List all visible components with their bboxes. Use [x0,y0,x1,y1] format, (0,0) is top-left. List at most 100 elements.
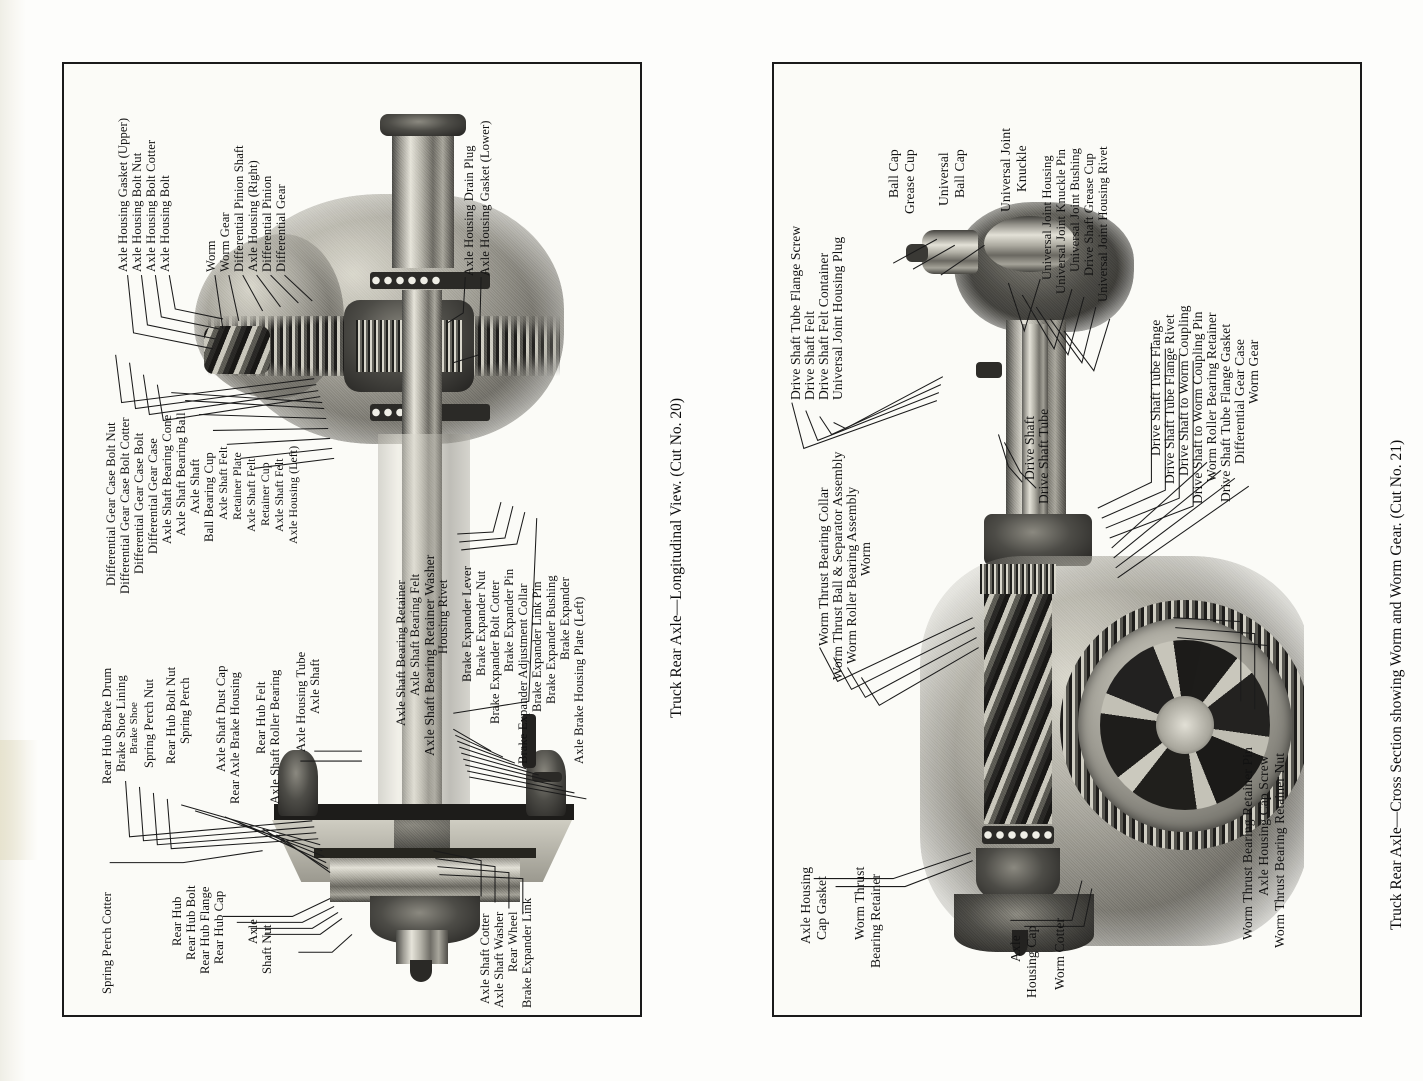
label-left-topright-0: Axle Housing Drain Plug [462,145,476,276]
label-right-bottommid-2: Worm Cotter [1052,917,1067,990]
scan-left-edge-tint [0,0,26,1081]
label-left-mid-5: Axle Shaft Bearing Ball [174,412,188,536]
label-left-mid-11: Retainer Cup [258,462,272,526]
label-left-lower-10: Axle Housing Tube [294,651,308,752]
label-left-mid-0: Differential Gear Case Bolt Nut [104,422,118,586]
worm-gear-hub-bore [1156,696,1214,754]
label-right-topright-5: Drive Shaft Grease Cup [1082,153,1096,276]
label-right-topmid-2: Universal [936,152,951,206]
label-left-mid-2: Differential Gear Case Bolt [132,432,146,574]
label-left-bottomright-1: Axle Shaft Washer [492,911,506,1008]
label-left-lower-7: Rear Axle Brake Housing [228,671,242,804]
label-right-bottomright-0: Worm Thrust Bearing Retainer Pin [1240,747,1255,940]
label-right-bottomright-2: Worm Thrust Bearing Retainer Nut [1272,752,1287,948]
label-left-lower-3: Spring Perch Nut [142,678,156,768]
label-left-top-0: Axle Housing Gasket (Upper) [116,117,130,272]
label-left-bottom-2: Rear Hub Bolt [184,885,198,960]
label-right-bottommid-0: Axle [1008,935,1023,962]
label-left-topmid-3: Axle Housing (Right) [246,160,260,272]
worm-thrust-bearing-collar [980,564,1056,594]
label-left-mid-9: Retainer Plate [230,452,244,520]
rear-hub-brake-drum [274,804,574,820]
label-left-bottom-6: Shaft Nut [260,924,274,974]
label-right-bottomleft-3: Bearing Retainer [868,873,883,968]
rear-hub-flange [314,848,536,858]
label-left-lower-11: Axle Shaft [308,658,322,714]
label-left-mid-6: Axle Shaft [188,458,202,514]
label-right-midleft-3: Worm [858,541,873,576]
label-left-midright-1: Axle Shaft Bearing Felt [408,573,422,696]
label-right-bottommid-1: Housing Cap [1024,925,1039,998]
label-left-topmid-4: Differential Pinion [260,175,274,272]
label-left-bottomright-2: Rear Wheel [506,911,520,972]
label-left-bottomright-0: Axle Shaft Cotter [478,913,492,1004]
label-left-topmid-1: Worm Gear [218,212,232,272]
label-left-midright-8: Brake Expander Adjustment Collar [516,583,530,764]
label-right-topright-1: Knuckle [1014,145,1029,192]
grease-cup-knob [906,244,928,262]
axle-shaft-cotter [410,960,432,982]
label-left-midright-7: Brake Expander Pin [502,568,516,672]
label-left-bottom-5: Axle [246,919,260,944]
label-left-mid-3: Differential Gear Case [146,438,160,554]
scan-left-edge-stain [0,740,38,860]
label-left-bottomright-3: Brake Expander Link [520,897,534,1008]
tube-flange-top [380,114,466,136]
label-right-topright-0: Universal Joint [998,127,1013,212]
plate-right-cross-section: Drive Shaft Tube Flange Screw Drive Shaf… [772,62,1362,1017]
label-left-lower-8: Rear Hub Felt [254,681,268,754]
label-left-bottom-4: Rear Hub Cap [212,890,226,964]
label-right-topmid-0: Ball Cap [886,149,901,198]
label-right-topright-2: Universal Joint Housing [1040,155,1054,280]
label-right-topmid-3: Ball Cap [952,149,967,198]
label-left-top-2: Axle Housing Bolt Cotter [144,139,158,272]
caption-left-plate: Truck Rear Axle—Longitudinal View. (Cut … [668,397,685,718]
brake-expander-link [532,772,562,782]
label-left-top-1: Axle Housing Bolt Nut [130,152,144,272]
label-right-topright-3: Universal Joint Knuckle Pin [1054,148,1068,294]
label-left-bottom-3: Rear Hub Flange [198,886,212,974]
label-right-topmid-1: Grease Cup [902,149,917,214]
label-left-midright-3: Housing Rivet [436,579,450,654]
label-left-lower-1: Brake Shoe Lining [114,675,128,772]
ball-cap-grease-cup [922,230,978,274]
worm-shaft-tube [392,118,454,268]
universal-joint-housing-plug [976,362,1002,378]
label-left-midright-4: Brake Expander Lever [460,566,474,682]
label-left-mid-10: Axle Shaft Felt [244,458,258,532]
label-left-topmid-5: Differential Gear [274,184,288,272]
label-right-bottomleft-1: Cap Gasket [814,875,829,940]
plate-left-longitudinal-view: Axle Housing Gasket (Upper) Axle Housing… [62,62,642,1017]
label-left-mid-1: Differential Gear Case Bolt Cotter [118,417,132,594]
label-left-mid-13: Axle Housing (Left) [286,445,300,544]
label-right-topright-6: Universal Joint Housing Rivet [1096,146,1110,302]
label-left-top-3: Axle Housing Bolt [158,175,172,272]
label-left-lower-4: Rear Hub Bolt Nut [164,666,178,764]
label-right-bottomleft-2: Worm Thrust [852,866,867,940]
worm-cotter [1012,930,1028,956]
label-right-midright-7: Worm Gear [1246,339,1261,404]
label-left-mid-8: Axle Shaft Felt [216,446,230,520]
caption-right-plate: Truck Rear Axle—Cross Section showing Wo… [1388,439,1405,930]
label-left-bottom-1: Rear Hub [170,896,184,946]
label-left-midright-5: Brake Expander Nut [474,570,488,676]
label-left-lower-0: Rear Hub Brake Drum [100,667,114,784]
label-left-bottom-0: Spring Perch Cotter [100,892,114,994]
axle-shaft-nut [396,930,448,964]
label-left-mid-12: Axle Shaft Felt [272,458,286,532]
label-left-topmid-2: Differential Pinion Shaft [232,145,246,272]
label-left-mid-4: Axle Shaft Bearing Cone [160,414,174,544]
label-right-topright-4: Universal Joint Bushing [1068,147,1082,272]
worm-threaded-shaft [984,594,1052,824]
label-left-topmid-0: Worm [204,240,218,272]
label-left-lower-5: Spring Perch [178,677,192,744]
label-left-mid-7: Ball Bearing Cup [202,452,216,542]
label-left-lower-9: Axle Shaft Roller Bearing [268,669,282,804]
label-left-lower-2: Brake Shoe [128,701,140,754]
label-left-midright-12: Axle Brake Housing Plate (Left) [572,596,586,764]
worm-roller-bearing-assembly [982,826,1054,844]
label-left-midright-6: Brake Expander Bolt Cotter [488,580,502,724]
label-left-midright-11: Brake Expander [558,577,572,660]
label-right-bottomleft-0: Axle Housing [798,866,813,944]
label-left-midright-0: Axle Shaft Bearing Retainer [394,580,408,726]
